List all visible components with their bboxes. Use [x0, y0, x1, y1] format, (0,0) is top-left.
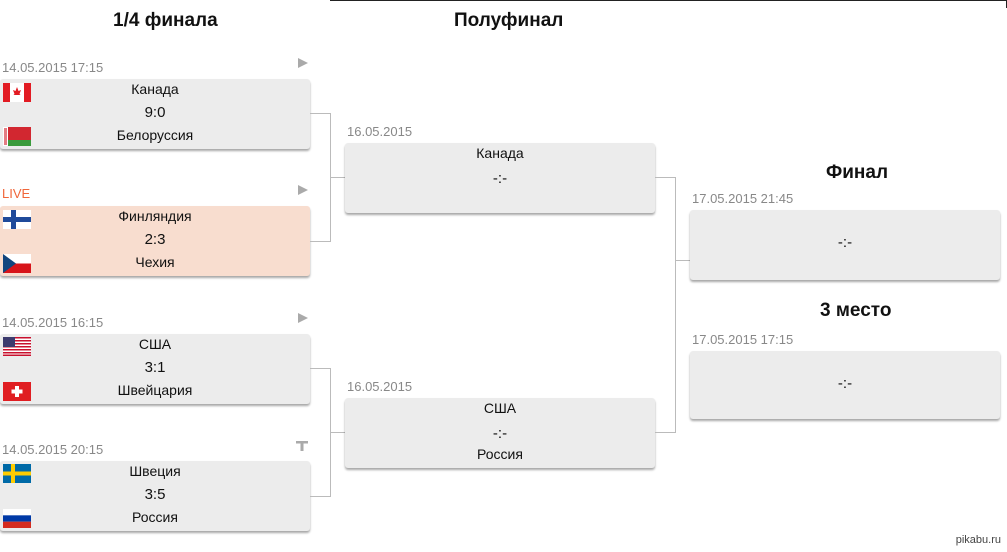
qf4-team1: Швеция	[129, 463, 181, 479]
russia-flag-icon	[3, 509, 31, 528]
usa-flag-icon	[3, 337, 31, 356]
play-icon[interactable]	[297, 57, 309, 69]
qf3-date: 14.05.2015 16:15	[2, 315, 104, 330]
sf2-team1: США	[483, 400, 517, 416]
third-place-match-box[interactable]: -:-	[690, 351, 1000, 419]
sf2-match-box[interactable]: США -:- Россия	[345, 398, 655, 468]
semifinal-header: Полуфинал	[454, 10, 564, 31]
sf1-score: -:-	[492, 170, 508, 187]
qf3-team2: Швейцария	[117, 382, 193, 398]
final-score: -:-	[837, 234, 853, 251]
sf1-date: 16.05.2015	[347, 124, 413, 139]
text-icon[interactable]	[296, 440, 308, 452]
qf2-team2: Чехия	[135, 254, 175, 270]
sf-connector-vertical	[675, 177, 676, 433]
qf3-team1: США	[138, 336, 172, 352]
qf1-match-box[interactable]: Канада 9:0 Белоруссия	[0, 79, 310, 149]
qf3-match-box[interactable]: США 3:1 Швейцария	[0, 334, 310, 404]
qf-connector-link-bottom	[330, 432, 346, 433]
watermark: pikabu.ru	[955, 534, 1001, 546]
sf-to-final-link	[675, 260, 690, 261]
sf1-team1: Канада	[476, 145, 524, 161]
qf-bracket-connector-top	[310, 113, 331, 242]
czech-flag-icon	[3, 254, 31, 273]
third-place-score: -:-	[837, 375, 853, 392]
qf1-date: 14.05.2015 17:15	[2, 60, 104, 75]
qf-connector-link-top	[330, 177, 346, 178]
sf2-score: -:-	[492, 425, 508, 442]
final-date: 17.05.2015 21:45	[692, 191, 794, 206]
sf2-date: 16.05.2015	[347, 379, 413, 394]
qf2-team1: Финляндия	[118, 208, 192, 224]
sf1-match-box[interactable]: Канада -:-	[345, 143, 655, 213]
qf3-score: 3:1	[144, 359, 166, 376]
qf1-team1: Канада	[131, 81, 179, 97]
final-header: Финал	[826, 162, 889, 183]
third-place-date: 17.05.2015 17:15	[692, 332, 794, 347]
qf4-match-box[interactable]: Швеция 3:5 Россия	[0, 461, 310, 531]
belarus-flag-icon	[3, 127, 31, 146]
qf4-date: 14.05.2015 20:15	[2, 442, 104, 457]
qf1-team2: Белоруссия	[116, 127, 194, 143]
qf-bracket-connector-bottom	[310, 368, 331, 497]
finland-flag-icon	[3, 210, 31, 229]
qf4-team2: Россия	[132, 509, 178, 525]
qf2-match-box[interactable]: Финляндия 2:3 Чехия	[0, 206, 310, 276]
play-icon[interactable]	[297, 312, 309, 324]
top-border-line	[330, 0, 1007, 1]
play-icon[interactable]	[297, 184, 309, 196]
quarterfinal-header: 1/4 финала	[113, 10, 218, 31]
sf-connector-top	[655, 177, 675, 178]
third-place-header: 3 место	[820, 300, 892, 321]
final-match-box[interactable]: -:-	[690, 210, 1000, 280]
sf-connector-bottom	[655, 432, 675, 433]
canada-flag-icon	[3, 83, 31, 102]
qf2-score: 2:3	[144, 231, 166, 248]
sf2-team2: Россия	[477, 446, 523, 462]
switzerland-flag-icon	[3, 382, 31, 401]
qf2-live-label: LIVE	[2, 186, 31, 201]
qf1-score: 9:0	[144, 104, 166, 121]
sweden-flag-icon	[3, 464, 31, 483]
qf4-score: 3:5	[144, 486, 166, 503]
